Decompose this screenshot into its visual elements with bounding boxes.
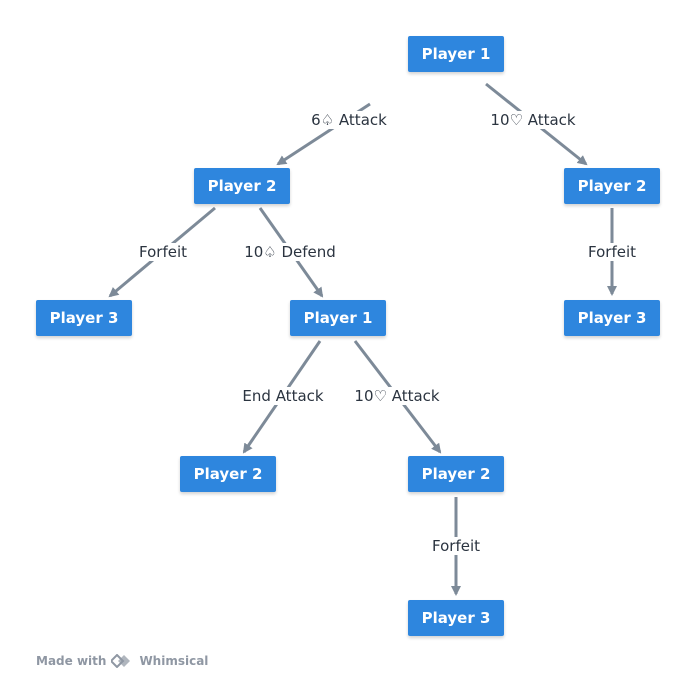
node-player-3: Player 3 — [408, 600, 504, 636]
edge-label-forfeit: Forfeit — [429, 537, 483, 555]
edge-label-forfeit: Forfeit — [585, 243, 639, 261]
node-player-2: Player 2 — [408, 456, 504, 492]
node-player-2: Player 2 — [180, 456, 276, 492]
edge-label-6-spade-attack: 6♤ Attack — [308, 111, 390, 129]
made-with-whimsical-watermark[interactable]: Made with Whimsical — [36, 654, 208, 668]
watermark-prefix: Made with — [36, 654, 107, 668]
node-player-2: Player 2 — [564, 168, 660, 204]
node-player-2: Player 2 — [194, 168, 290, 204]
node-player-1-root: Player 1 — [408, 36, 504, 72]
whimsical-logo-icon — [111, 654, 135, 668]
edge-label-10-spade-defend: 10♤ Defend — [241, 243, 339, 261]
node-player-1: Player 1 — [290, 300, 386, 336]
edge-label-10-heart-attack: 10♡ Attack — [351, 387, 443, 405]
edge-label-10-heart-attack: 10♡ Attack — [487, 111, 579, 129]
edge-label-end-attack: End Attack — [239, 387, 327, 405]
node-player-3: Player 3 — [564, 300, 660, 336]
watermark-brand: Whimsical — [139, 654, 209, 668]
edge-label-forfeit: Forfeit — [136, 243, 190, 261]
node-player-3: Player 3 — [36, 300, 132, 336]
